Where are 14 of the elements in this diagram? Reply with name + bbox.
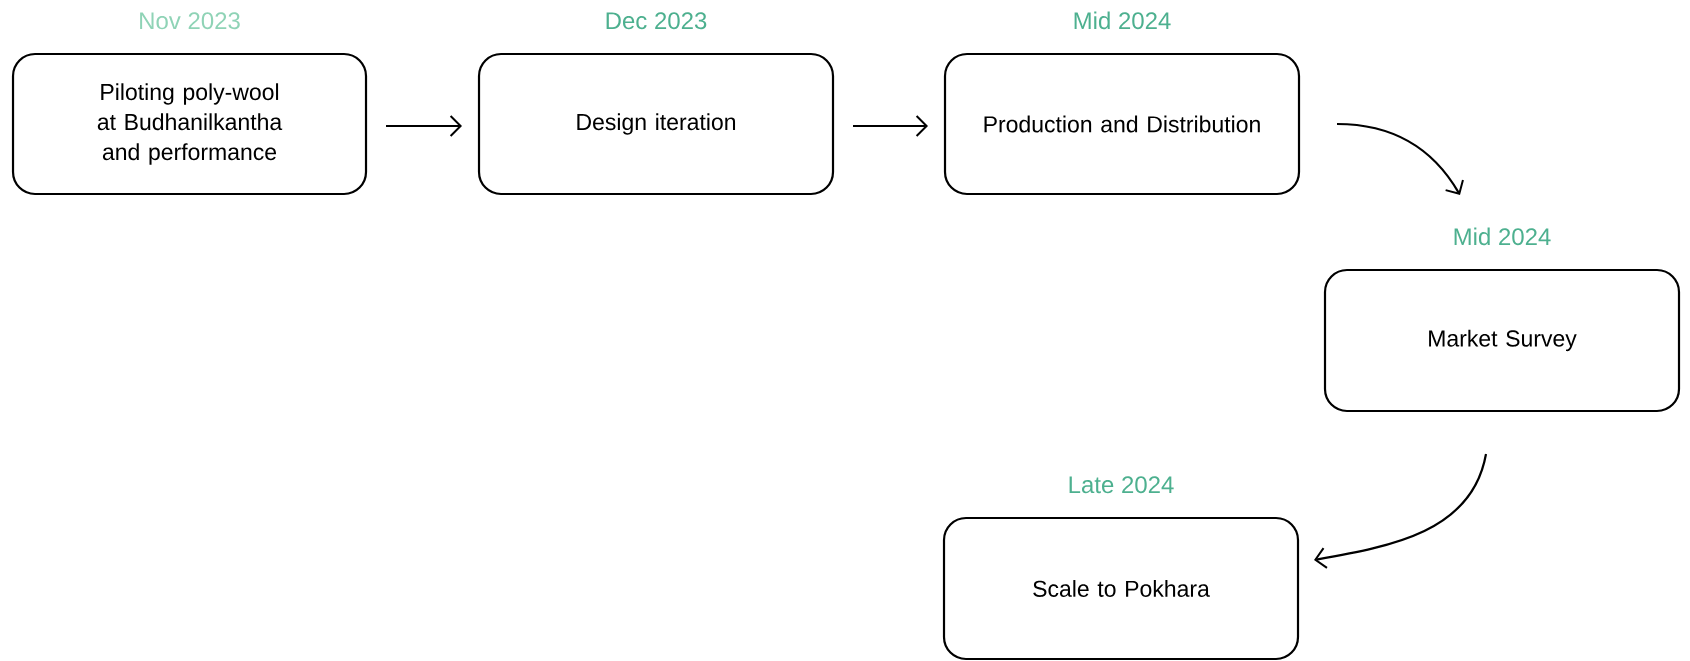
process-box: Scale to Pokhara xyxy=(942,516,1300,661)
date-heading: Nov 2023 xyxy=(140,12,240,30)
date-heading: Mid 2024 xyxy=(1074,11,1171,30)
process-box: Piloting poly-wool at Budhanilkantha and performance xyxy=(11,52,368,196)
process-box: Market Survey xyxy=(1323,268,1681,413)
arrow xyxy=(1336,122,1464,195)
process-box: Design iteration xyxy=(477,52,835,196)
arrow xyxy=(1314,453,1488,569)
process-box: Production and Distribution xyxy=(943,52,1301,196)
arrow xyxy=(853,115,928,137)
date-heading: Late 2024 xyxy=(1069,476,1174,494)
date-heading: Mid 2024 xyxy=(1454,227,1551,246)
arrow xyxy=(386,115,462,137)
date-heading: Dec 2023 xyxy=(606,12,707,30)
